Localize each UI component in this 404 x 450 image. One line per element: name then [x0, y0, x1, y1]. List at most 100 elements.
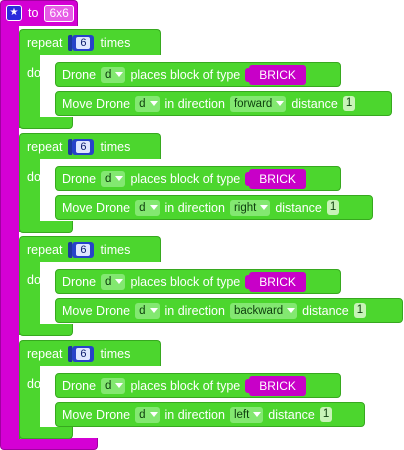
- number-block-tab: [68, 139, 73, 155]
- block-type-value[interactable]: BRICK: [245, 64, 306, 85]
- caret-down-icon: [115, 176, 124, 181]
- block-type-label: BRICK: [249, 168, 306, 189]
- direction-dropdown[interactable]: right: [229, 199, 271, 216]
- number-block: 6: [72, 139, 95, 155]
- do-label: do: [27, 66, 41, 80]
- place-block-statement[interactable]: Drone d places block of type BRICK: [55, 269, 341, 294]
- drone-variable-dropdown[interactable]: d: [135, 302, 160, 319]
- block-type-tab: [245, 378, 251, 393]
- move-text-label: in direction: [164, 303, 225, 318]
- caret-down-icon: [149, 308, 158, 313]
- drone-variable-dropdown[interactable]: d: [135, 95, 160, 112]
- move-block-statement[interactable]: Move Drone d in direction left distance …: [55, 402, 365, 427]
- repeat-block-arm: [19, 158, 40, 232]
- drone-variable-dropdown[interactable]: d: [101, 273, 126, 290]
- repeat-block-arm: [19, 261, 40, 335]
- place-text-label: places block of type: [130, 171, 241, 186]
- repeat-count-field[interactable]: 6: [76, 37, 91, 49]
- repeat-count-block[interactable]: 6: [68, 242, 95, 258]
- direction-dropdown[interactable]: forward: [229, 95, 287, 112]
- drone-variable-value: d: [139, 97, 146, 110]
- direction-value: forward: [233, 97, 273, 110]
- place-text-label: places block of type: [130, 274, 241, 289]
- distance-label: distance: [268, 407, 315, 422]
- place-block-statement[interactable]: Drone d places block of type BRICK: [55, 62, 341, 87]
- repeat-label: repeat: [27, 140, 63, 154]
- times-label: times: [100, 243, 131, 257]
- block-type-tab: [245, 274, 251, 289]
- caret-down-icon: [115, 72, 124, 77]
- drone-variable-value: d: [105, 172, 112, 185]
- number-block: 6: [72, 346, 95, 362]
- drone-variable-dropdown[interactable]: d: [101, 377, 126, 394]
- direction-dropdown[interactable]: left: [229, 406, 264, 423]
- caret-down-icon: [253, 412, 262, 417]
- move-text-label: in direction: [164, 96, 225, 111]
- repeat-count-field[interactable]: 6: [76, 141, 91, 153]
- procedure-to-label: to: [28, 6, 39, 20]
- block-type-label: BRICK: [249, 271, 306, 292]
- repeat-block-arm: [19, 365, 40, 439]
- number-block: 6: [72, 35, 95, 51]
- caret-down-icon: [149, 412, 158, 417]
- repeat-count-block[interactable]: 6: [68, 346, 95, 362]
- distance-field[interactable]: 1: [319, 407, 333, 422]
- move-block-statement[interactable]: Move Drone d in direction forward distan…: [55, 91, 392, 116]
- direction-value: left: [233, 408, 250, 421]
- block-type-value[interactable]: BRICK: [245, 168, 306, 189]
- caret-down-icon: [149, 101, 158, 106]
- move-text-label: in direction: [164, 200, 225, 215]
- drone-variable-dropdown[interactable]: d: [101, 170, 126, 187]
- distance-field[interactable]: 1: [326, 200, 340, 215]
- procedure-name-field[interactable]: 6x6: [44, 4, 74, 22]
- caret-down-icon: [149, 205, 158, 210]
- repeat-header: repeat 6 times: [27, 138, 130, 156]
- distance-label: distance: [275, 200, 322, 215]
- block-type-value[interactable]: BRICK: [245, 375, 306, 396]
- caret-down-icon: [115, 383, 124, 388]
- place-prefix-label: Drone: [62, 171, 97, 186]
- move-prefix-label: Move Drone: [62, 96, 131, 111]
- repeat-count-block[interactable]: 6: [68, 35, 95, 51]
- procedure-block-footer: [0, 438, 98, 450]
- move-prefix-label: Move Drone: [62, 407, 131, 422]
- move-prefix-label: Move Drone: [62, 200, 131, 215]
- block-type-tab: [245, 171, 251, 186]
- block-type-label: BRICK: [249, 375, 306, 396]
- direction-value: backward: [233, 304, 284, 317]
- place-prefix-label: Drone: [62, 274, 97, 289]
- drone-variable-value: d: [139, 408, 146, 421]
- procedure-block-arm: [0, 25, 19, 441]
- place-block-statement[interactable]: Drone d places block of type BRICK: [55, 373, 341, 398]
- number-block-tab: [68, 35, 73, 51]
- repeat-header: repeat 6 times: [27, 241, 130, 259]
- drone-variable-value: d: [105, 68, 112, 81]
- repeat-header: repeat 6 times: [27, 34, 130, 52]
- move-block-statement[interactable]: Move Drone d in direction right distance…: [55, 195, 373, 220]
- times-label: times: [100, 36, 131, 50]
- repeat-label: repeat: [27, 243, 63, 257]
- distance-field[interactable]: 1: [342, 96, 356, 111]
- repeat-count-field[interactable]: 6: [76, 348, 91, 360]
- place-block-statement[interactable]: Drone d places block of type BRICK: [55, 166, 341, 191]
- repeat-count-block[interactable]: 6: [68, 139, 95, 155]
- star-icon[interactable]: ★: [6, 5, 22, 21]
- times-label: times: [100, 347, 131, 361]
- caret-down-icon: [115, 279, 124, 284]
- distance-label: distance: [302, 303, 349, 318]
- repeat-block-footer: [19, 221, 73, 233]
- repeat-block-arm: [19, 54, 40, 128]
- drone-variable-dropdown[interactable]: d: [101, 66, 126, 83]
- block-type-label: BRICK: [249, 64, 306, 85]
- move-block-statement[interactable]: Move Drone d in direction backward dista…: [55, 298, 403, 323]
- distance-field[interactable]: 1: [353, 303, 367, 318]
- repeat-count-field[interactable]: 6: [76, 244, 91, 256]
- place-text-label: places block of type: [130, 67, 241, 82]
- direction-dropdown[interactable]: backward: [229, 302, 298, 319]
- block-type-tab: [245, 67, 251, 82]
- distance-label: distance: [291, 96, 338, 111]
- direction-value: right: [233, 201, 257, 214]
- block-type-value[interactable]: BRICK: [245, 271, 306, 292]
- drone-variable-dropdown[interactable]: d: [135, 406, 160, 423]
- drone-variable-dropdown[interactable]: d: [135, 199, 160, 216]
